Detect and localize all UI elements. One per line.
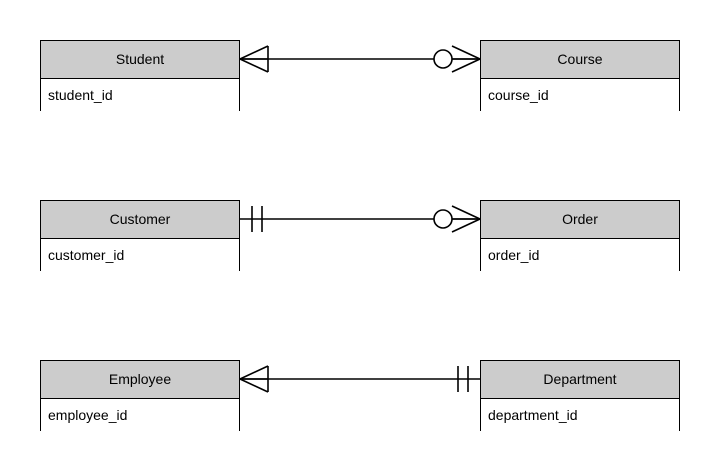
entity-title: Course (481, 41, 679, 79)
relationship-student-course[interactable] (239, 45, 481, 73)
cardinality-zero-or-many-icon (433, 45, 481, 73)
entity-title: Student (41, 41, 239, 79)
relationship-customer-order[interactable] (240, 205, 481, 233)
entity-attribute: course_id (481, 79, 679, 112)
entity-title: Department (481, 361, 679, 399)
entity-attribute: order_id (481, 239, 679, 272)
entity-attribute: customer_id (41, 239, 239, 272)
entity-title: Order (481, 201, 679, 239)
entity-attribute: department_id (481, 399, 679, 432)
entity-department[interactable]: Department department_id (480, 360, 680, 432)
cardinality-exactly-one-icon (457, 366, 469, 392)
relationship-employee-department[interactable] (239, 365, 480, 393)
entity-order[interactable]: Order order_id (480, 200, 680, 272)
cardinality-one-or-many-icon (239, 365, 269, 393)
entity-title: Customer (41, 201, 239, 239)
entity-title: Employee (41, 361, 239, 399)
entity-course[interactable]: Course course_id (480, 40, 680, 112)
cardinality-exactly-one-icon (251, 206, 263, 232)
cardinality-zero-or-many-icon (433, 205, 481, 233)
entity-attribute: student_id (41, 79, 239, 112)
entity-attribute: employee_id (41, 399, 239, 432)
entity-student[interactable]: Student student_id (40, 40, 240, 112)
cardinality-one-or-many-icon (239, 45, 269, 73)
entity-employee[interactable]: Employee employee_id (40, 360, 240, 432)
entity-customer[interactable]: Customer customer_id (40, 200, 240, 272)
